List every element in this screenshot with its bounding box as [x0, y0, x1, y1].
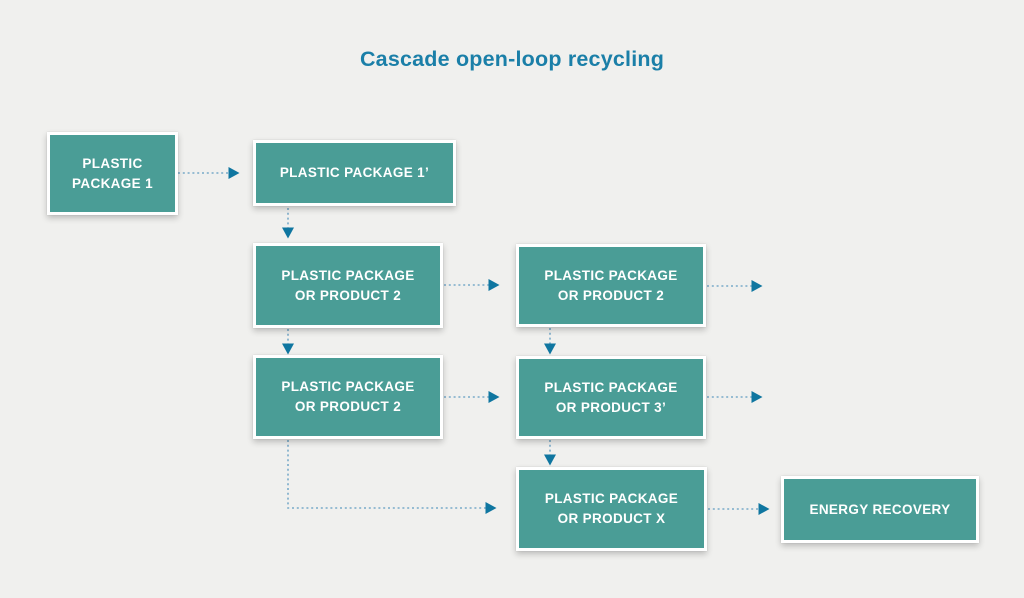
node-package-or-product-x: PLASTIC PACKAGE OR PRODUCT X: [516, 467, 707, 551]
node-package-or-product-2-row2-left-label: PLASTIC PACKAGE OR PRODUCT 2: [281, 267, 415, 303]
node-package-or-product-3-prime-label: PLASTIC PACKAGE OR PRODUCT 3’: [544, 379, 678, 415]
node-package-or-product-2-row2-right-label: PLASTIC PACKAGE OR PRODUCT 2: [544, 267, 678, 303]
node-package-or-product-2-row2-left: PLASTIC PACKAGE OR PRODUCT 2: [253, 243, 443, 328]
node-plastic-package-1: PLASTIC PACKAGE 1: [47, 132, 178, 215]
node-plastic-package-1-label: PLASTIC PACKAGE 1: [72, 155, 153, 191]
connector-row3-left-to-product-x: [287, 440, 497, 514]
node-package-or-product-x-label: PLASTIC PACKAGE OR PRODUCT X: [544, 491, 679, 526]
node-plastic-package-1-prime: PLASTIC PACKAGE 1’: [253, 140, 456, 206]
node-energy-recovery-label: ENERGY RECOVERY: [809, 501, 951, 517]
node-energy-recovery: ENERGY RECOVERY: [781, 476, 979, 543]
node-package-or-product-2-row2-right: PLASTIC PACKAGE OR PRODUCT 2: [516, 244, 706, 327]
node-package-or-product-2-row3-left: PLASTIC PACKAGE OR PRODUCT 2: [253, 355, 443, 439]
node-package-or-product-3-prime: PLASTIC PACKAGE OR PRODUCT 3’: [516, 356, 706, 439]
diagram-title: Cascade open-loop recycling: [359, 47, 665, 71]
node-package-or-product-2-row3-left-label: PLASTIC PACKAGE OR PRODUCT 2: [281, 379, 415, 414]
node-plastic-package-1-prime-label: PLASTIC PACKAGE 1’: [279, 165, 430, 181]
